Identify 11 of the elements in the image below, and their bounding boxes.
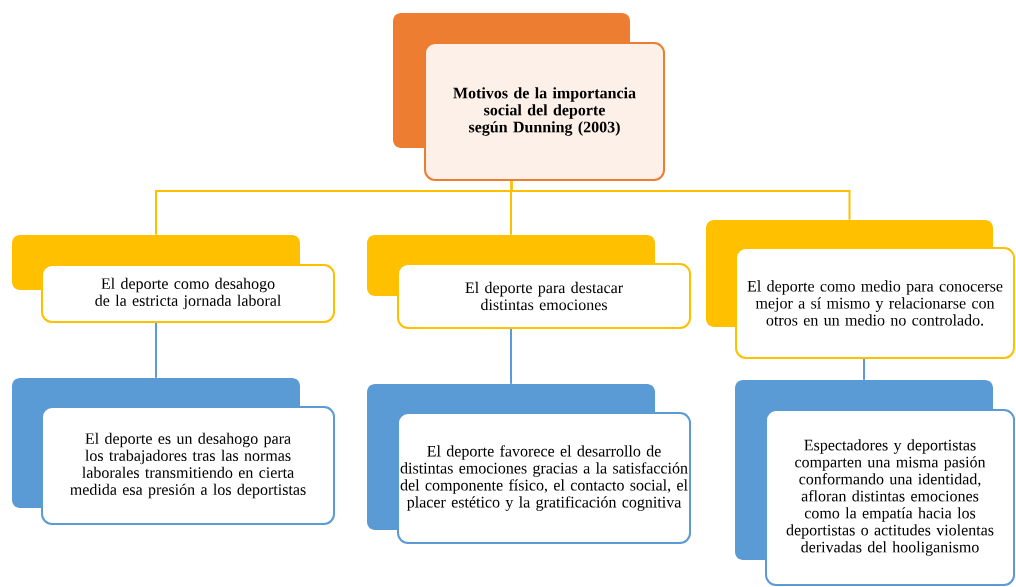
connector-line — [510, 180, 851, 221]
motive-box: El deporte como medio para conocerse mejor a sí mismo y relacionarse con otros en un medio no controlado. — [706, 220, 1015, 359]
motive-box: El deporte para destacar distintas emociones — [367, 235, 691, 329]
connector-line — [510, 328, 512, 385]
description-box: El deporte es un desahogo para los trabajadores tras las normas laborales transmitiendo en cierta medida esa presión a los deportistas — [12, 378, 335, 525]
title-box: Motivos de la importancia social del deporte según Dunning (2003) — [393, 13, 665, 181]
description-box: Espectadores y deportistas comparten una misma pasión conformando una identidad, afloran distintas emociones como la empatía hacia los deportistas o actitudes violentas derivadas del hooliganismo — [735, 380, 1015, 586]
motive-box: El deporte como desahogo de la estricta jornada laboral — [12, 235, 335, 323]
description-box: El deporte favorece el desarrollo de distintas emociones gracias a la satisfacción del componente físico, el contacto social, el placer estético y la gratificación cognitiva — [367, 384, 691, 544]
connector-line — [155, 322, 157, 379]
connector-line — [863, 358, 865, 381]
